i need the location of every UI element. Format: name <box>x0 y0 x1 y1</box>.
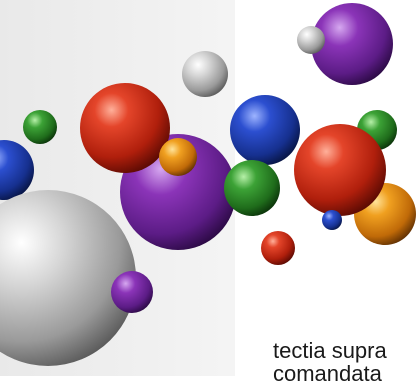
blue-sphere-left-edge <box>0 140 34 200</box>
green-sphere-center <box>224 160 280 216</box>
silver-sphere-large <box>0 190 136 366</box>
blue-sphere-mid <box>230 95 300 165</box>
red-sphere-right <box>294 124 386 216</box>
caption-line-1: tectia supra <box>273 338 387 363</box>
red-sphere-small-bottom <box>261 231 295 265</box>
blue-sphere-tiny <box>322 210 342 230</box>
caption-line-2: comandata <box>273 361 382 386</box>
purple-sphere-small-bottom <box>111 271 153 313</box>
orange-sphere-small <box>159 138 197 176</box>
silver-sphere-mid <box>182 51 228 97</box>
spheres-illustration <box>0 0 417 376</box>
purple-sphere-top <box>311 3 393 85</box>
red-sphere-large <box>80 83 170 173</box>
green-sphere-small-left <box>23 110 57 144</box>
silver-sphere-small-top <box>297 26 325 54</box>
